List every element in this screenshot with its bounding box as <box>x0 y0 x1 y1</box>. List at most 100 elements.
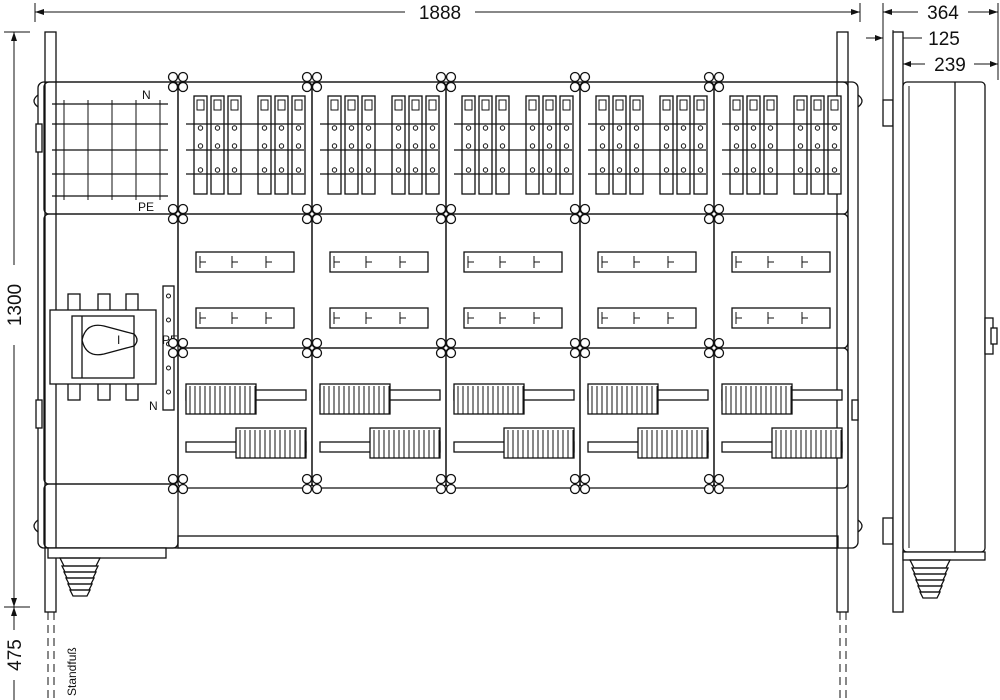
fuse-holder <box>595 95 610 195</box>
fuse-contact <box>482 125 489 131</box>
fuse-contact <box>633 167 640 173</box>
fuse-holder-top <box>545 99 554 111</box>
fuse-contact <box>278 125 285 131</box>
fuse-holder-top <box>213 99 222 111</box>
fuse-contact <box>663 143 670 149</box>
fuse-holder-top <box>230 99 239 111</box>
fuse-holder-top <box>294 99 303 111</box>
fuse-contact <box>616 125 623 131</box>
fuse-holder <box>810 95 825 195</box>
terminal-block-group <box>453 383 525 415</box>
fixing-screw <box>167 71 179 83</box>
fixing-screw <box>435 483 447 495</box>
fixing-screw <box>579 347 591 359</box>
foot-height-label: 475 <box>5 639 26 671</box>
fuse-contact <box>295 167 302 173</box>
fuse-contact <box>499 143 506 149</box>
fixing-screw <box>301 81 313 93</box>
module-column <box>435 71 581 495</box>
fixing-screw <box>579 213 591 225</box>
fuse-contact <box>831 167 838 173</box>
breaker-strip <box>597 307 697 329</box>
fixing-screw <box>435 81 447 93</box>
fuse-holder-top <box>428 99 437 111</box>
fuse-holder-top <box>749 99 758 111</box>
fixing-screw <box>167 213 179 225</box>
fixing-screw <box>445 483 457 495</box>
fuse-holder <box>542 95 557 195</box>
switch-position-label: I <box>117 333 120 347</box>
fuse-holder <box>210 95 225 195</box>
fixing-screw <box>713 213 725 225</box>
fuse-holder <box>495 95 510 195</box>
fuse-contact <box>616 167 623 173</box>
fixing-screw <box>579 203 591 215</box>
breaker-strip <box>329 251 429 273</box>
fuse-contact <box>197 143 204 149</box>
module-column <box>569 71 715 495</box>
fixing-screw <box>301 483 313 495</box>
fixing-screw <box>703 203 715 215</box>
fixing-screw <box>311 347 323 359</box>
fixing-screw <box>445 71 457 83</box>
main-switch: I <box>49 293 157 401</box>
fuse-contact <box>231 167 238 173</box>
fuse-contact <box>767 143 774 149</box>
fuse-holder-top <box>260 99 269 111</box>
fuse-contact <box>231 125 238 131</box>
fuse-holder <box>525 95 540 195</box>
fuse-contact <box>412 125 419 131</box>
fuse-contact <box>529 143 536 149</box>
fuse-contact <box>750 125 757 131</box>
fuse-holder-top <box>464 99 473 111</box>
fuse-holder-top <box>632 99 641 111</box>
neutral-pe-busbars: N PE <box>52 88 168 214</box>
fuse-holder-top <box>696 99 705 111</box>
fuse-holder-top <box>615 99 624 111</box>
fuse-holder <box>478 95 493 195</box>
fuse-contact <box>499 167 506 173</box>
fuse-contact <box>733 125 740 131</box>
fixing-screw <box>713 71 725 83</box>
fuse-holder-top <box>330 99 339 111</box>
side-offset-label: 125 <box>928 29 960 50</box>
fuse-contact <box>231 143 238 149</box>
overall-width-label: 1888 <box>419 3 461 24</box>
dimension-height: 1300 <box>4 31 30 608</box>
fixing-screw <box>445 203 457 215</box>
fuse-holder-top <box>498 99 507 111</box>
fixing-screw <box>703 337 715 349</box>
fixing-screw <box>703 213 715 225</box>
terminal-block-group <box>721 383 793 415</box>
fuse-contact <box>429 167 436 173</box>
side-view <box>882 31 998 613</box>
fuse-holder-top <box>394 99 403 111</box>
fuse-holder <box>461 95 476 195</box>
fuse-contact <box>278 167 285 173</box>
fuse-holder-top <box>347 99 356 111</box>
fuse-contact <box>546 143 553 149</box>
fixing-screw <box>301 203 313 215</box>
fuse-contact <box>395 125 402 131</box>
side-body-depth-label: 239 <box>934 55 966 76</box>
fuse-contact <box>348 167 355 173</box>
foot-label: Standfuß <box>65 647 79 696</box>
fixing-screw <box>713 347 725 359</box>
fuse-contact <box>733 143 740 149</box>
module-column <box>703 71 849 495</box>
fuse-contact <box>331 143 338 149</box>
fuse-contact <box>697 125 704 131</box>
fuse-contact <box>697 143 704 149</box>
fuse-contact <box>831 125 838 131</box>
fuse-contact <box>797 143 804 149</box>
fuse-holder-top <box>766 99 775 111</box>
fuse-contact <box>680 167 687 173</box>
fuse-contact <box>563 167 570 173</box>
fuse-contact <box>482 143 489 149</box>
terminal-block-group <box>503 427 575 459</box>
fuse-holder <box>291 95 306 195</box>
fuse-contact <box>331 125 338 131</box>
fixing-screw <box>435 71 447 83</box>
fuse-contact <box>797 125 804 131</box>
